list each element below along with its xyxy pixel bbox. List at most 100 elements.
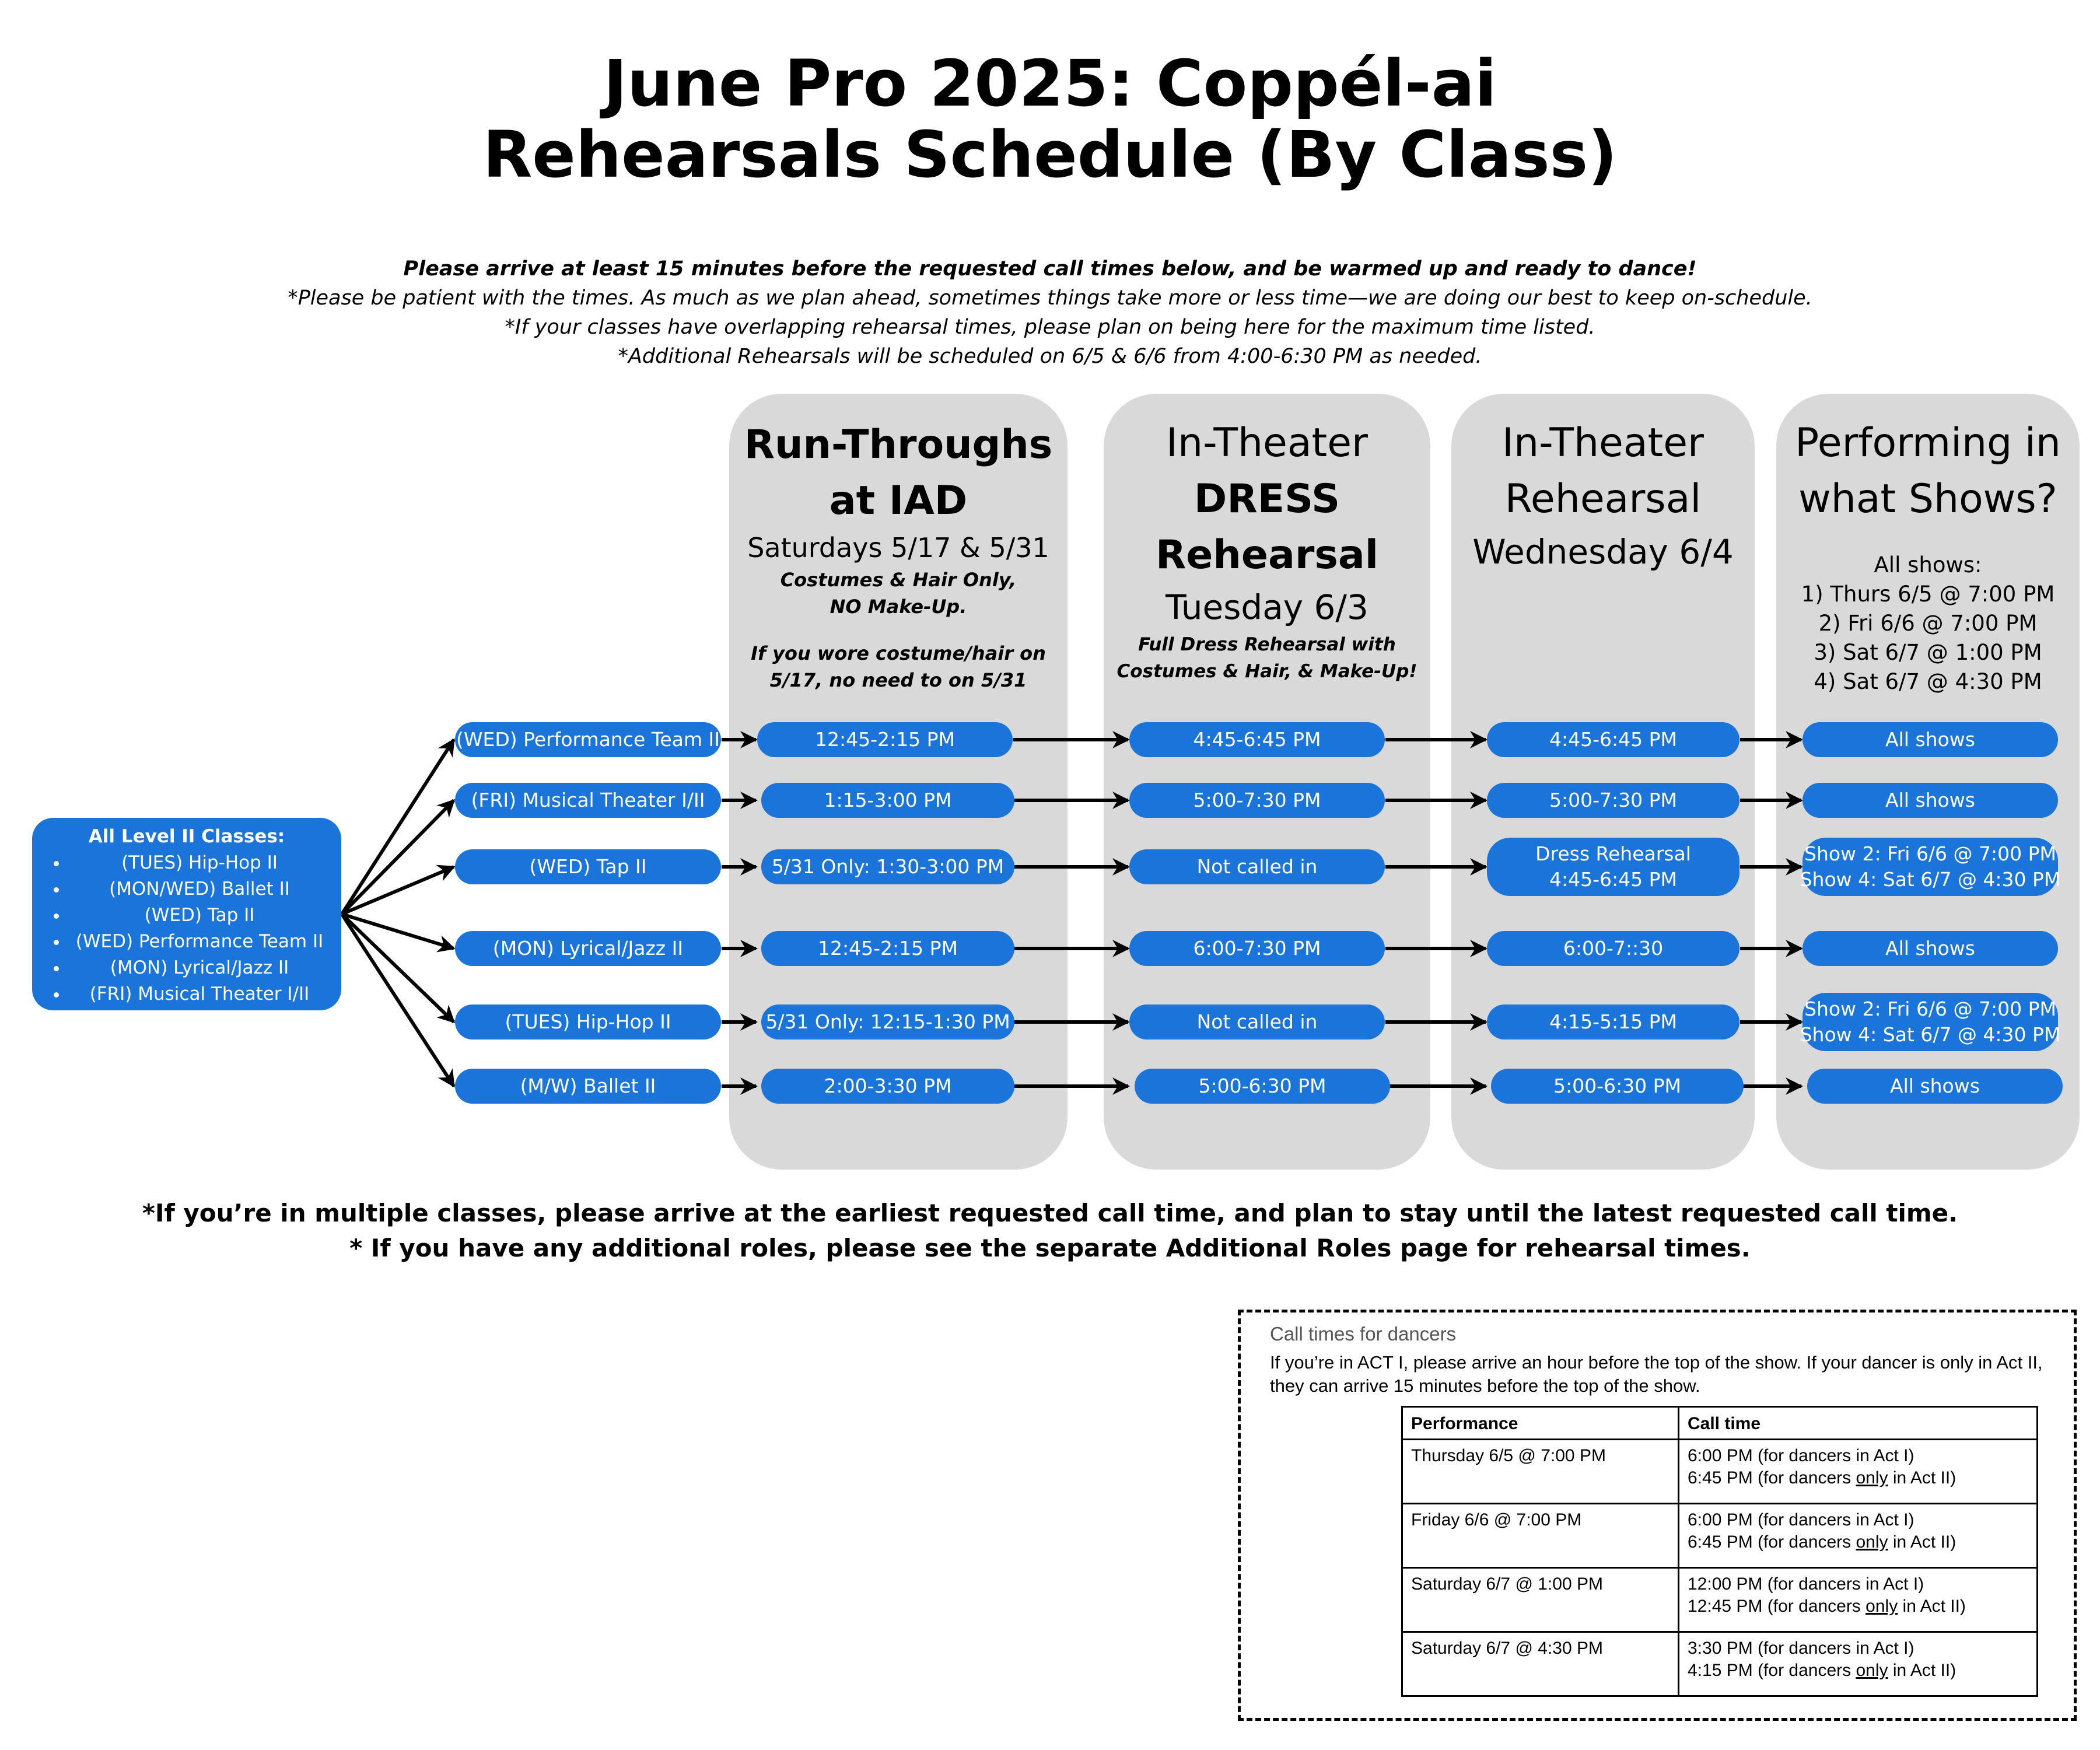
table-header-row: Performance Call time [1401,1406,2038,1440]
class-performance-team: (WED) Performance Team II [455,722,721,757]
runthrough-time: 12:45-2:15 PM [761,931,1014,966]
call-time-cell: 3:30 PM (for dancers in Act I) 4:15 PM (… [1678,1631,2038,1697]
theater-time: 4:45-6:45 PM [1487,722,1740,757]
shows-value: All shows [1803,722,2058,757]
shows-list: 1) Thurs 6/5 @ 7:00 PM 2) Fri 6/6 @ 7:00… [1776,580,2080,696]
header-performance: Performance [1401,1406,1679,1440]
fan-arrow [341,912,456,953]
dress-time: 6:00-7:30 PM [1129,931,1385,966]
runthrough-time: 12:45-2:15 PM [757,722,1013,757]
title-line-2: Rehearsals Schedule (By Class) [482,117,1618,192]
column-runthroughs [729,394,1068,1170]
all-classes-item: (MON/WED) Ballet II [68,876,331,902]
all-classes-item: (WED) Performance Team II [68,929,331,955]
shows-value: All shows [1803,931,2058,966]
shows-list-item: 2) Fri 6/6 @ 7:00 PM [1818,611,2038,636]
runthrough-time: 5/31 Only: 1:30-3:00 PM [761,849,1014,884]
performance-cell: Thursday 6/5 @ 7:00 PM [1401,1438,1679,1504]
all-classes-heading: All Level II Classes: [88,826,285,847]
all-classes-list: (TUES) Hip-Hop II (MON/WED) Ballet II (W… [43,850,331,1007]
fan-arrow [341,864,456,916]
page-title: June Pro 2025: Coppél-ai Rehearsals Sche… [0,48,2100,190]
table-row: Saturday 6/7 @ 1:00 PM 12:00 PM (for dan… [1401,1567,2038,1633]
shows-title: Performing in what Shows? [1795,420,2061,522]
all-classes-item: (MON) Lyrical/Jazz II [68,955,331,981]
performance-cell: Friday 6/6 @ 7:00 PM [1401,1503,1679,1569]
shows-value: All shows [1803,783,2058,818]
column-theater-rehearsal [1451,394,1755,1170]
all-classes-item: (FRI) Musical Theater I/II [68,981,331,1007]
runthroughs-repeat-note: If you wore costume/hair on 5/17, no nee… [751,642,1046,691]
shows-value: All shows [1807,1069,2063,1104]
call-times-description: If you’re in ACT I, please arrive an hou… [1270,1352,2043,1396]
class-ballet: (M/W) Ballet II [455,1069,721,1104]
runthroughs-costume-note: Costumes & Hair Only, NO Make-Up. [780,569,1017,618]
performance-cell: Saturday 6/7 @ 1:00 PM [1401,1567,1679,1633]
all-classes-item: (WED) Tap II [68,902,331,929]
dress-header: In-Theater DRESS Rehearsal Tuesday 6/3 F… [1104,415,1430,685]
fan-arrow [340,913,456,1088]
shows-list-item: 1) Thurs 6/5 @ 7:00 PM [1801,582,2055,607]
dress-time: Not called in [1129,1005,1385,1040]
call-times-table: Performance Call time Thursday 6/5 @ 7:0… [1401,1406,2038,1697]
dress-time: 5:00-6:30 PM [1135,1069,1390,1104]
shows-value: Show 2: Fri 6/6 @ 7:00 PM Show 4: Sat 6/… [1800,993,2060,1051]
title-line-1: June Pro 2025: Coppél-ai [603,46,1497,121]
fan-arrow [340,912,456,1024]
footer-additional-roles: * If you have any additional roles, plea… [349,1234,1751,1262]
dress-date: Tuesday 6/3 [1166,587,1368,627]
dress-title-bold: DRESS Rehearsal [1155,476,1379,578]
theater-time: 6:00-7::30 [1487,931,1740,966]
runthroughs-title: Run-Throughs at IAD [744,422,1053,524]
theater-header: In-Theater Rehearsal Wednesday 6/4 [1451,415,1755,576]
fan-arrow [340,799,456,916]
dress-note: Full Dress Rehearsal with Costumes & Hai… [1116,634,1418,682]
note-patient: *Please be patient with the times. As mu… [288,286,1812,310]
footer-multiple-classes: *If you’re in multiple classes, please a… [142,1199,1958,1227]
shows-value: Show 2: Fri 6/6 @ 7:00 PM Show 4: Sat 6/… [1800,838,2060,896]
note-additional: *Additional Rehearsals will be scheduled… [618,345,1482,368]
footer-notes: *If you’re in multiple classes, please a… [0,1196,2100,1266]
call-times-box: Call times for dancers If you’re in ACT … [1238,1310,2077,1721]
runthrough-time: 5/31 Only: 12:15-1:30 PM [761,1005,1014,1040]
all-classes-box: All Level II Classes: (TUES) Hip-Hop II … [32,818,341,1010]
fan-arrow [340,738,456,915]
performance-cell: Saturday 6/7 @ 4:30 PM [1401,1631,1679,1697]
note-overlap: *If your classes have overlapping rehear… [505,316,1595,339]
theater-title: In-Theater Rehearsal [1502,420,1704,522]
table-row: Saturday 6/7 @ 4:30 PM 3:30 PM (for danc… [1401,1631,2038,1697]
class-lyrical-jazz: (MON) Lyrical/Jazz II [455,931,721,966]
shows-header: Performing in what Shows? All shows: 1) … [1776,415,2080,696]
header-call-time: Call time [1678,1406,2038,1440]
column-dress-rehearsal [1104,394,1430,1170]
dress-time: Not called in [1129,849,1385,884]
theater-time: Dress Rehearsal 4:45-6:45 PM [1487,838,1740,896]
dress-time: 4:45-6:45 PM [1129,722,1385,757]
shows-list-item: 4) Sat 6/7 @ 4:30 PM [1814,669,2042,694]
dress-title-line: In-Theater [1166,420,1368,466]
shows-heading: All shows: [1874,552,1982,578]
call-time-cell: 6:00 PM (for dancers in Act I) 6:45 PM (… [1678,1503,2038,1569]
call-time-cell: 12:00 PM (for dancers in Act I) 12:45 PM… [1678,1567,2038,1633]
class-tap: (WED) Tap II [455,849,721,884]
runthroughs-header: Run-Throughs at IAD Saturdays 5/17 & 5/3… [729,417,1068,694]
table-row: Friday 6/6 @ 7:00 PM 6:00 PM (for dancer… [1401,1503,2038,1569]
all-classes-item: (TUES) Hip-Hop II [68,850,331,876]
class-hip-hop: (TUES) Hip-Hop II [455,1005,721,1040]
call-time-cell: 6:00 PM (for dancers in Act I) 6:45 PM (… [1678,1438,2038,1504]
theater-time: 5:00-6:30 PM [1491,1069,1744,1104]
table-row: Thursday 6/5 @ 7:00 PM 6:00 PM (for danc… [1401,1438,2038,1504]
runthrough-time: 1:15-3:00 PM [761,783,1014,818]
runthrough-time: 2:00-3:30 PM [761,1069,1014,1104]
runthroughs-dates: Saturdays 5/17 & 5/31 [747,532,1049,564]
shows-list-item: 3) Sat 6/7 @ 1:00 PM [1814,640,2042,665]
note-arrive: Please arrive at least 15 minutes before… [403,257,1697,281]
class-musical-theater: (FRI) Musical Theater I/II [455,783,721,818]
theater-time: 5:00-7:30 PM [1487,783,1740,818]
dress-time: 5:00-7:30 PM [1129,783,1385,818]
instructions: Please arrive at least 15 minutes before… [0,254,2100,371]
call-times-title: Call times for dancers [1270,1323,1457,1345]
theater-date: Wednesday 6/4 [1472,532,1734,572]
theater-time: 4:15-5:15 PM [1487,1005,1740,1040]
